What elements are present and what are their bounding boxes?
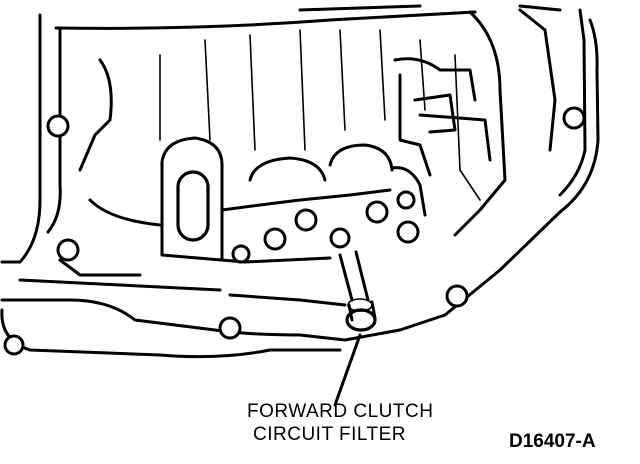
callout-label-line2: CIRCUIT FILTER — [253, 424, 407, 445]
valve-body-bosses — [160, 136, 427, 264]
forward-clutch-filter — [338, 250, 377, 332]
leader-line — [333, 333, 362, 407]
interior-ribs — [18, 29, 492, 307]
callout-label-line1: FORWARD CLUTCH — [247, 401, 434, 422]
bolt-holes — [3, 106, 586, 356]
figure-id: D16407-A — [509, 431, 596, 452]
case-outline — [0, 4, 600, 359]
